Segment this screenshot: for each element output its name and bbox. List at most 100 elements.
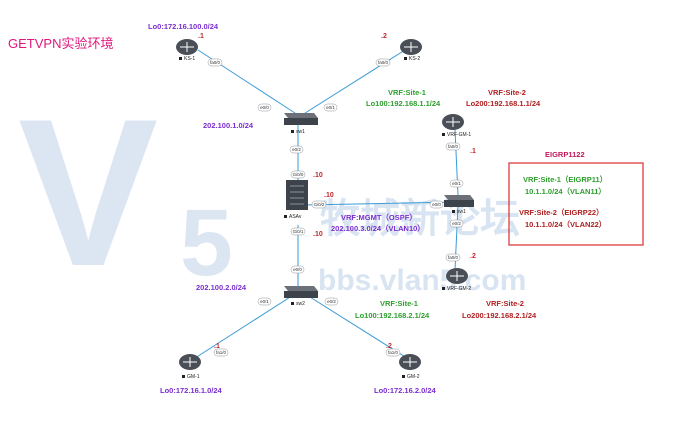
- eigrp-frame: [508, 162, 644, 246]
- device-marker: [284, 215, 287, 218]
- device-sw2: sw2: [296, 301, 305, 307]
- port-badge: [289, 145, 304, 154]
- port-badge: [290, 227, 306, 236]
- port-badge: [207, 58, 223, 67]
- router-gm1[interactable]: [179, 354, 201, 370]
- port-sw1-e02: e0/2: [292, 147, 301, 152]
- switch-top: [284, 113, 318, 118]
- port-labels: fa0/0 fa0/0 e0/0 e0/1 e0/2 Gi0/0 Gi0/2 G…: [210, 60, 461, 355]
- firewall-asav[interactable]: [286, 180, 308, 210]
- router-arrows: [450, 271, 464, 281]
- port-gm1-fa10: fa1/0: [216, 350, 227, 355]
- ip-marks: .1 .2 .10 .10 .10 .1 .2 .1 .2: [198, 33, 476, 350]
- device-marker: [442, 287, 445, 290]
- label-vrf1-top-name: VRF:Site-1: [388, 88, 426, 97]
- port-badges: [207, 58, 464, 357]
- device-marker: [179, 57, 182, 60]
- router-gm2[interactable]: [399, 354, 421, 370]
- eigrp-line2: 10.1.1.0/24（VLAN11）: [525, 186, 606, 196]
- eigrp-line1: VRF:Site-1（EIGRP11）: [523, 174, 607, 184]
- port-badge: [213, 348, 229, 357]
- port-badge: [324, 297, 339, 306]
- port-swr-e02: e0/2: [452, 221, 461, 226]
- label-vrf2-top-lo: Lo200:192.168.1.1/24: [466, 99, 541, 108]
- watermark-v: V: [18, 75, 158, 310]
- port-sw1-e00: e0/0: [260, 105, 269, 110]
- device-marker: [291, 302, 294, 305]
- label-mgmt-net: 202.100.3.0/24（VLAN10）: [331, 223, 425, 233]
- link-sw2-gm2: [301, 291, 411, 361]
- label-vrf2-top-name: VRF:Site-2: [488, 88, 526, 97]
- port-sw1-e01: e0/1: [326, 105, 335, 110]
- ip-asa-mgmt: .10: [324, 192, 334, 199]
- switch-sw1-right[interactable]: [444, 195, 474, 207]
- label-gm1-lo: Lo0:172.16.1.0/24: [160, 386, 223, 395]
- ip-gm1: .1: [214, 343, 220, 350]
- switch-sw1[interactable]: [284, 113, 318, 125]
- watermark-5: 5: [180, 190, 233, 296]
- port-gm2-fa10: fa1/0: [388, 350, 399, 355]
- ip-asa-bottom: .10: [313, 231, 323, 238]
- port-badge: [449, 179, 464, 188]
- device-labels: KS-1 KS-2 sw1 ASAv sw1 VRF-GM-1 VRF-GM-2…: [179, 56, 471, 380]
- port-badge: [257, 103, 272, 112]
- port-badge: [311, 200, 327, 209]
- switch-icon: [284, 118, 318, 125]
- label-vrf1-bot-name: VRF:Site-1: [380, 299, 418, 308]
- port-sw2-e00: e0/0: [293, 267, 302, 272]
- device-gm2: GM-2: [407, 374, 420, 380]
- port-vgm1-fa00: fa0/0: [448, 144, 459, 149]
- router-arrows: [446, 117, 460, 127]
- router-vrf-gm1[interactable]: [442, 114, 464, 130]
- device-marker: [402, 375, 405, 378]
- firewall-icon: [286, 180, 308, 210]
- device-sw1: sw1: [296, 129, 305, 135]
- link-sw2-gm1: [191, 291, 299, 361]
- watermark: V 5 牧城新论坛 bbs.vlan5.com: [18, 75, 526, 310]
- label-ks1-lo: Lo0:172.16.100.0/24: [148, 22, 219, 31]
- switch-sw2[interactable]: [284, 286, 318, 298]
- label-vrf2-bot-lo: Lo200:192.168.2.1/24: [462, 311, 537, 320]
- router-arrows: [404, 42, 418, 52]
- port-sw2-e02: e0/2: [327, 299, 336, 304]
- router-ks1[interactable]: [176, 39, 198, 55]
- eigrp-title: EIGRP1122: [545, 150, 585, 159]
- switch-top: [444, 195, 474, 200]
- device-marker: [291, 130, 294, 133]
- port-asa-gi02: Gi0/2: [314, 202, 325, 207]
- ip-gm2: .2: [386, 343, 392, 350]
- device-asav: ASAv: [289, 214, 302, 220]
- router-ks2[interactable]: [400, 39, 422, 55]
- router-vrf-gm2[interactable]: [446, 268, 468, 284]
- device-gm1: GM-1: [187, 374, 200, 380]
- label-vrf1-top-lo: Lo100:192.168.1.1/24: [366, 99, 441, 108]
- switch-icon: [284, 291, 318, 298]
- port-badge: [257, 297, 272, 306]
- device-marker: [442, 133, 445, 136]
- label-vrf2-bot-name: VRF:Site-2: [486, 299, 524, 308]
- firewall-bricks: [290, 185, 304, 205]
- label-net-bottom: 202.100.2.0/24: [196, 283, 247, 292]
- ip-asa-top: .10: [313, 172, 323, 179]
- port-badge: [290, 265, 305, 274]
- port-swr-e01: e0/1: [452, 181, 461, 186]
- port-sw2-e01: e0/1: [260, 299, 269, 304]
- device-marker: [452, 210, 455, 213]
- port-badge: [449, 219, 464, 228]
- port-badge: [445, 253, 461, 262]
- router-arrows: [403, 357, 417, 367]
- port-badge: [385, 348, 401, 357]
- port-badge: [323, 103, 338, 112]
- device-vrf-gm2: VRF-GM-2: [447, 286, 471, 292]
- device-marker: [182, 375, 185, 378]
- device-ks1: KS-1: [184, 56, 195, 62]
- port-badge: [445, 142, 461, 151]
- port-ks2-fa00: fa0/0: [378, 60, 389, 65]
- device-vrf-gm1: VRF-GM-1: [447, 132, 471, 138]
- eigrp-box: EIGRP1122 VRF:Site-1（EIGRP11） 10.1.1.0/2…: [508, 150, 644, 246]
- label-mgmt-name: VRF:MGMT（OSPF）: [341, 212, 417, 222]
- port-asa-gi00: Gi0/0: [293, 172, 304, 177]
- ip-gm-bottom: .2: [470, 253, 476, 260]
- device-marker: [404, 57, 407, 60]
